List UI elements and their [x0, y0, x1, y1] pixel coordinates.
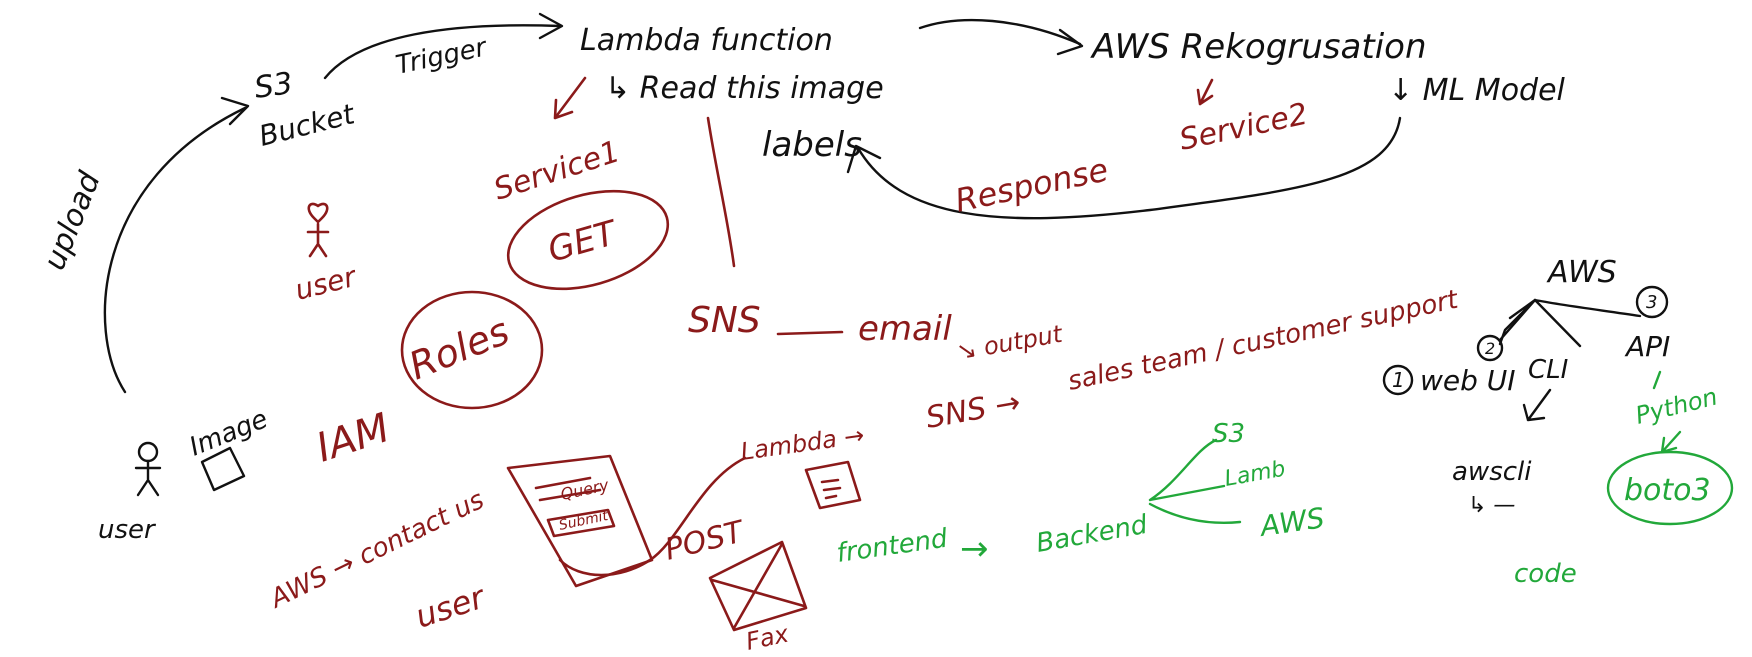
sns-to-email-line: [776, 330, 844, 336]
service1-label: Service1: [490, 134, 624, 207]
cli-label: CLI: [1528, 355, 1568, 385]
python-label: Python: [1633, 383, 1721, 430]
labels-label: labels: [762, 125, 862, 165]
roles-ellipse: [400, 290, 544, 410]
upload-arrow: [103, 106, 247, 394]
frontend-arrow: →: [960, 529, 989, 569]
response-arrow: [856, 116, 1402, 220]
user-bottom-label: user: [98, 515, 157, 545]
lambda-small-label: Lambda →: [739, 421, 866, 466]
boto3-ellipse: [1606, 450, 1734, 526]
sns-top-label: SNS: [688, 300, 761, 341]
python-to-boto3-arrow: [1660, 430, 1682, 454]
circle-2: [1476, 334, 1504, 362]
awscli-sub-label: ↳ —: [1468, 493, 1515, 518]
s3-green-label: S3: [1212, 419, 1245, 449]
trigger-label: Trigger: [393, 32, 491, 81]
s3-label: S3: [252, 66, 295, 106]
image-icon: [200, 446, 246, 492]
num-1: 1: [1392, 368, 1405, 392]
ml-model-label: ↓ ML Model: [1388, 73, 1566, 108]
tree-branch-left: [1498, 298, 1537, 342]
lambda-to-rekognition-arrow: [918, 18, 1082, 46]
awscli-label: awscli: [1452, 457, 1532, 487]
upload-arrowhead: [220, 96, 250, 126]
document-icon: [804, 460, 862, 510]
user-figure-maroon: [306, 202, 330, 258]
get-label: GET: [543, 213, 622, 271]
service1-arrow: [553, 76, 587, 120]
read-image-label: ↳ Read this image: [605, 71, 884, 106]
user-stick-figure: [134, 441, 162, 497]
aws-root-label: AWS: [1546, 255, 1617, 290]
black-ink-layer: upload S3 Bucket Trigger Lambda function…: [37, 12, 1670, 545]
num-3: 3: [1646, 292, 1657, 313]
api-to-python-line: [1652, 370, 1662, 390]
get-ellipse: [506, 189, 670, 291]
num-2: 2: [1485, 339, 1495, 358]
api-label: API: [1624, 330, 1670, 363]
lambda-to-rekognition-arrowhead: [1056, 28, 1084, 56]
backend-label: Backend: [1034, 510, 1150, 559]
fax-icon: [708, 540, 808, 632]
image-label: Image: [185, 404, 272, 462]
aws-tree-lines: [1498, 298, 1642, 348]
sns-mid-label: SNS →: [923, 385, 1023, 436]
service2-label: Service2: [1176, 97, 1310, 158]
lamb-label: Lamb: [1223, 457, 1288, 492]
cli-arrow: [1522, 388, 1552, 422]
backend-branches: [1148, 438, 1242, 525]
lambda-to-sns-line: [706, 116, 736, 268]
s3-to-lambda-arrowhead: [538, 12, 564, 40]
iam-label: IAM: [311, 405, 395, 472]
circle-3: [1635, 285, 1669, 319]
post-label: POST: [661, 514, 749, 568]
email-label: email: [858, 309, 952, 349]
circle-1: [1382, 364, 1414, 396]
response-label: Response: [952, 150, 1112, 219]
maroon-ink-layer: Service1 GET Service2 Response user IAM …: [264, 76, 1461, 656]
s3-to-lambda-arrow: [323, 24, 562, 80]
bucket-label: Bucket: [256, 97, 359, 153]
web-ui-label: web UI: [1420, 364, 1516, 397]
upload-label: upload: [37, 166, 108, 275]
roles-label: Roles: [403, 309, 515, 389]
contact-form-sketch: Query Submit: [506, 454, 654, 588]
user-maroon-label: user: [292, 260, 361, 307]
response-arrowhead: [846, 144, 882, 174]
frontend-label: frontend: [835, 524, 950, 569]
lambda-function-label: Lambda function: [580, 23, 833, 58]
output-label: ↘ output: [954, 319, 1066, 365]
boto3-label: boto3: [1624, 473, 1711, 508]
code-label: code: [1514, 559, 1577, 589]
form-query-label: Query: [559, 475, 611, 504]
aws-green-label: AWS: [1256, 501, 1326, 543]
user-form-label: user: [411, 577, 491, 635]
service2-arrow: [1196, 78, 1214, 106]
aws-rekognition-label: AWS Rekogrusation: [1090, 27, 1427, 67]
